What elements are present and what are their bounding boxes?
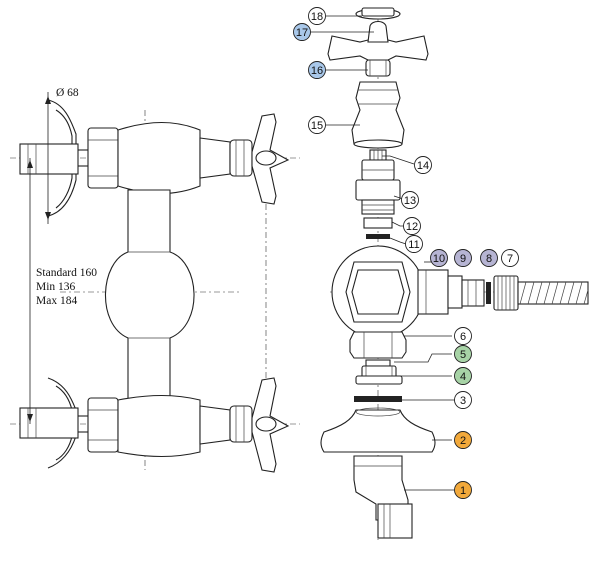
part-11-o-ring <box>366 234 390 239</box>
callout-12: 12 <box>403 217 421 235</box>
svg-text:14: 14 <box>417 160 429 172</box>
callout-13: 13 <box>401 191 419 209</box>
callout-16: 16 <box>308 61 326 79</box>
callout-7: 7 <box>501 249 519 267</box>
svg-text:2: 2 <box>460 435 466 447</box>
svg-text:17: 17 <box>296 27 308 39</box>
part-2-escutcheon <box>320 407 436 453</box>
callout-14: 14 <box>414 156 432 174</box>
callout-17: 17 <box>293 23 311 41</box>
part-7-hose <box>493 275 589 311</box>
part-1-offset-connector <box>353 455 413 539</box>
callout-2: 2 <box>454 431 472 449</box>
part-13-nut <box>361 199 395 215</box>
part-3-o-ring <box>354 396 402 402</box>
exploded-view <box>320 7 590 540</box>
svg-text:1: 1 <box>460 485 466 497</box>
centers-dimension: Standard 160 Min 136 Max 184 <box>27 158 97 424</box>
part-18-cap <box>355 7 401 34</box>
svg-text:7: 7 <box>507 253 513 265</box>
callout-5: 5 <box>454 345 472 363</box>
callout-18: 18 <box>308 7 326 25</box>
part-17-cross-handle <box>327 20 429 61</box>
callout-9: 9 <box>454 249 472 267</box>
svg-text:13: 13 <box>404 195 416 207</box>
valve-body <box>331 245 491 339</box>
svg-text:3: 3 <box>460 395 466 407</box>
part-16-spindle-collar <box>365 59 391 77</box>
callout-15: 15 <box>308 116 326 134</box>
callout-11: 11 <box>405 235 423 253</box>
diameter-dimension: Ø 68 <box>45 87 79 224</box>
svg-text:9: 9 <box>460 253 466 265</box>
part-4-connector <box>355 365 403 385</box>
svg-text:11: 11 <box>408 239 419 251</box>
leader-lines <box>310 15 456 491</box>
part-15-shroud <box>351 81 405 149</box>
svg-text:4: 4 <box>460 371 466 383</box>
callout-8: 8 <box>480 249 498 267</box>
callout-4: 4 <box>454 367 472 385</box>
centers-max-label: Max 184 <box>36 295 77 307</box>
svg-text:16: 16 <box>311 65 323 77</box>
svg-text:6: 6 <box>460 331 466 343</box>
part-12-washer <box>363 217 393 229</box>
svg-text:10: 10 <box>433 253 445 265</box>
part-14-cartridge <box>355 149 401 201</box>
part-5-seal <box>365 359 391 367</box>
svg-text:12: 12 <box>406 221 418 233</box>
centers-standard-label: Standard 160 <box>36 267 97 279</box>
callout-10: 10 <box>430 249 448 267</box>
callout-1: 1 <box>454 481 472 499</box>
svg-text:5: 5 <box>460 349 466 361</box>
centers-min-label: Min 136 <box>36 281 76 293</box>
diameter-label: Ø 68 <box>56 87 79 99</box>
svg-text:18: 18 <box>311 11 323 23</box>
svg-text:15: 15 <box>311 120 323 132</box>
callout-6: 6 <box>454 327 472 345</box>
part-6-nut <box>349 331 407 359</box>
svg-text:8: 8 <box>486 253 492 265</box>
assembled-valve-drawing <box>10 99 300 473</box>
callout-3: 3 <box>454 391 472 409</box>
